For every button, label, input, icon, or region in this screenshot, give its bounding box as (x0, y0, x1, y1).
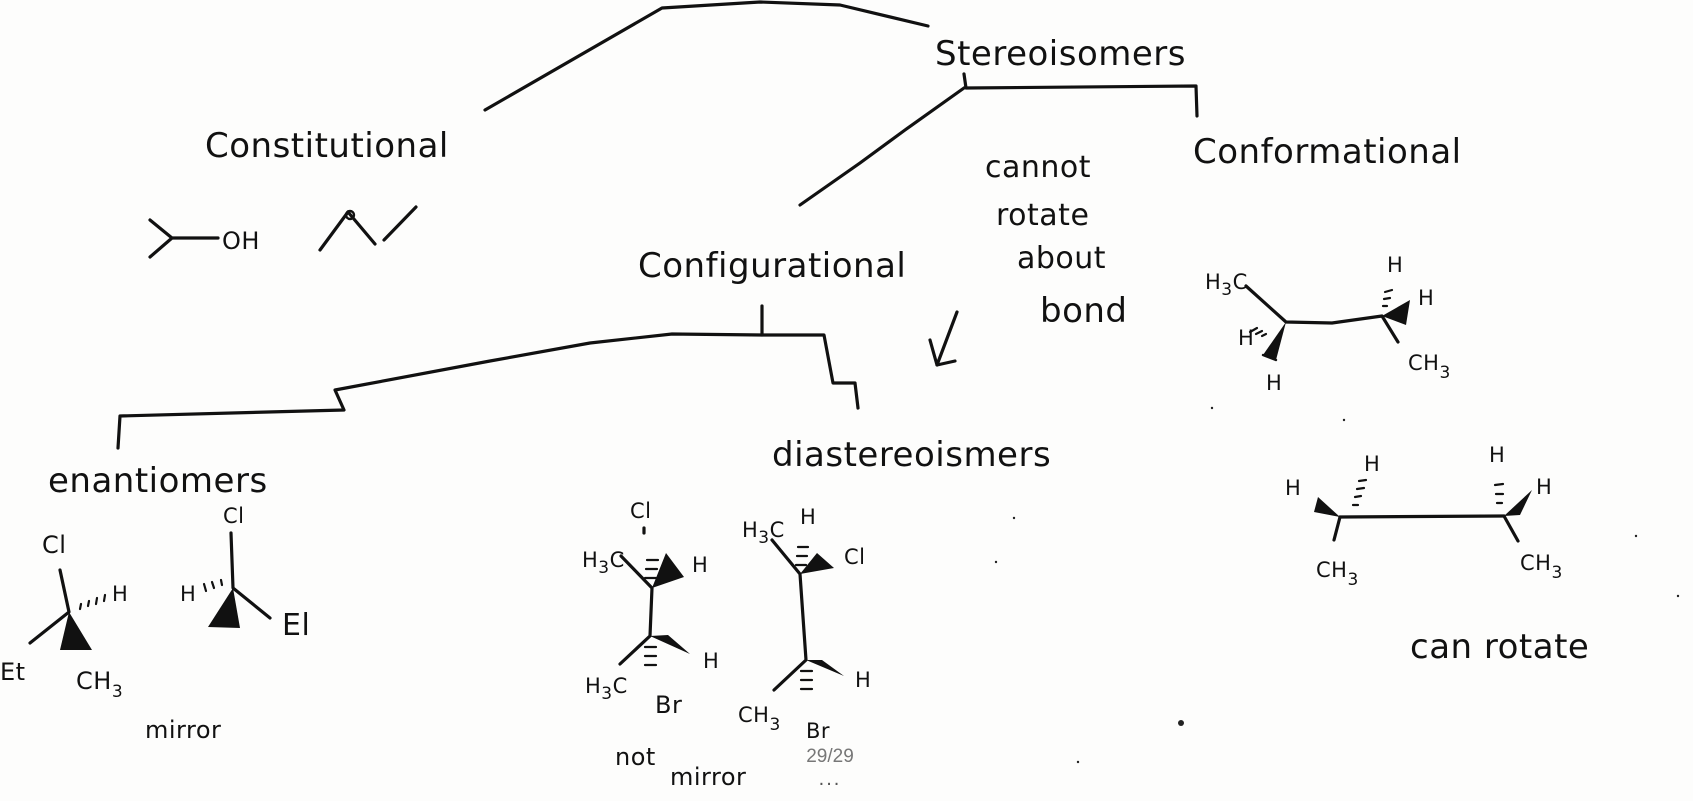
h-label: H (1238, 326, 1254, 350)
h-label: H (112, 582, 128, 606)
et-label: Et (0, 658, 26, 686)
enantiomers-heading: enantiomers (48, 461, 268, 501)
mirror-note: mirror (145, 716, 221, 744)
configurational-heading: Configurational (638, 246, 906, 286)
ch3-label: CH3 (1408, 351, 1451, 383)
conformer-top: H3C H H H H CH3 (1205, 253, 1451, 395)
top-branch-line (483, 0, 930, 112)
bond-line (1502, 514, 1520, 543)
wedge-bond (1504, 490, 1532, 516)
ch3-label: CH3 (1316, 558, 1359, 590)
wedge-bond (652, 553, 684, 588)
cl-label: Cl (42, 531, 66, 559)
h-label: H (1536, 475, 1552, 499)
stereoisomers-heading: Stereoisomers (935, 34, 1186, 74)
conformer-bottom: H H CH3 H H CH3 (1285, 443, 1563, 590)
h-label: H (1489, 443, 1505, 467)
hash-bond (78, 593, 107, 611)
ch3-label: CH3 (738, 703, 781, 735)
h-label: H (855, 668, 871, 692)
wedge-bond (1382, 300, 1410, 325)
hash-bond (799, 669, 814, 691)
constitutional-structures: OH (148, 205, 418, 259)
conformational-heading: Conformational (1193, 132, 1462, 172)
note-about: about (1017, 241, 1106, 276)
wedge-bond (60, 612, 92, 650)
constitutional-heading: Constitutional (205, 126, 449, 166)
wedge-bond (1263, 322, 1286, 360)
wedge-bond (208, 588, 240, 628)
ch3-label: CH3 (76, 667, 123, 702)
not-label: not (615, 743, 656, 771)
h-label: H (1364, 452, 1380, 476)
conformer-bottom-bond (1338, 514, 1506, 519)
tree-connectors (116, 0, 1199, 450)
ether-skeleton (318, 205, 418, 252)
br-label: Br (655, 691, 682, 719)
cl-label: Cl (844, 545, 866, 569)
stray-dots (994, 406, 1680, 764)
ethanol-skeleton (148, 218, 220, 259)
checkmark-icon (928, 310, 959, 367)
note-cannot: cannot (985, 150, 1091, 185)
hash-bond (202, 578, 224, 593)
wedge-bond (1314, 497, 1340, 517)
conformer-top-bonds (1244, 284, 1400, 344)
diastereomer-bonds (618, 554, 654, 666)
diastereomer-bonds (770, 538, 808, 692)
cl-label: Cl (630, 499, 652, 523)
h3c-label: H3C (1205, 270, 1248, 300)
configurational-bracket (116, 304, 764, 450)
stereoisomers-bracket (962, 72, 1199, 118)
h3c-label: H3C (585, 674, 628, 704)
hash-bond (1248, 326, 1268, 338)
note-bond: bond (1040, 291, 1128, 331)
hash-bond (1351, 478, 1368, 507)
h-label: H (692, 553, 708, 577)
diastereomer-pair: Cl H3C H H H3C Br H3C H Cl H CH3 Br (582, 499, 871, 743)
cannot-rotate-note: cannot rotate about bond (985, 150, 1128, 331)
enantiomer-bonds (28, 568, 71, 645)
cl-label: Cl (223, 504, 245, 528)
wedge-bond (650, 635, 690, 654)
br-label: Br (806, 719, 830, 743)
diastereomers-heading: diastereoismers (772, 435, 1051, 475)
page-indicator: 29/29 (806, 746, 854, 767)
wedge-base (1261, 353, 1278, 362)
enantiomer-bonds (229, 531, 272, 620)
ether-oxygen (344, 209, 356, 221)
ch3-label: CH3 (1520, 551, 1563, 583)
h-label: H (1418, 286, 1434, 310)
wedge-bond (806, 660, 844, 676)
can-rotate-note: can rotate (1410, 627, 1589, 667)
h-label: H (1387, 253, 1403, 277)
configurational-branch-line (798, 86, 966, 207)
hash-bond (643, 558, 660, 580)
oh-label: OH (222, 227, 260, 255)
h-label: H (1266, 371, 1282, 395)
hash-bond (1381, 288, 1394, 308)
hash-bond (1493, 482, 1505, 505)
h-label: H (703, 649, 719, 673)
hash-bond (794, 545, 810, 567)
el-label: El (282, 608, 310, 643)
diastereomer-branch-line (760, 333, 860, 410)
enantiomer-pair: Cl H Et CH3 Cl H El (0, 504, 310, 702)
h-label: H (800, 505, 816, 529)
wedge-bond (800, 553, 834, 574)
mirror-label: mirror (670, 763, 746, 791)
more-options-button[interactable]: ... (818, 768, 842, 790)
h3c-label: H3C (742, 518, 785, 548)
bond-line (1332, 515, 1342, 542)
h-label: H (1285, 476, 1301, 500)
h3c-label: H3C (582, 548, 625, 578)
hash-bond (643, 645, 658, 667)
note-rotate: rotate (996, 198, 1089, 233)
h-label: H (180, 582, 196, 606)
